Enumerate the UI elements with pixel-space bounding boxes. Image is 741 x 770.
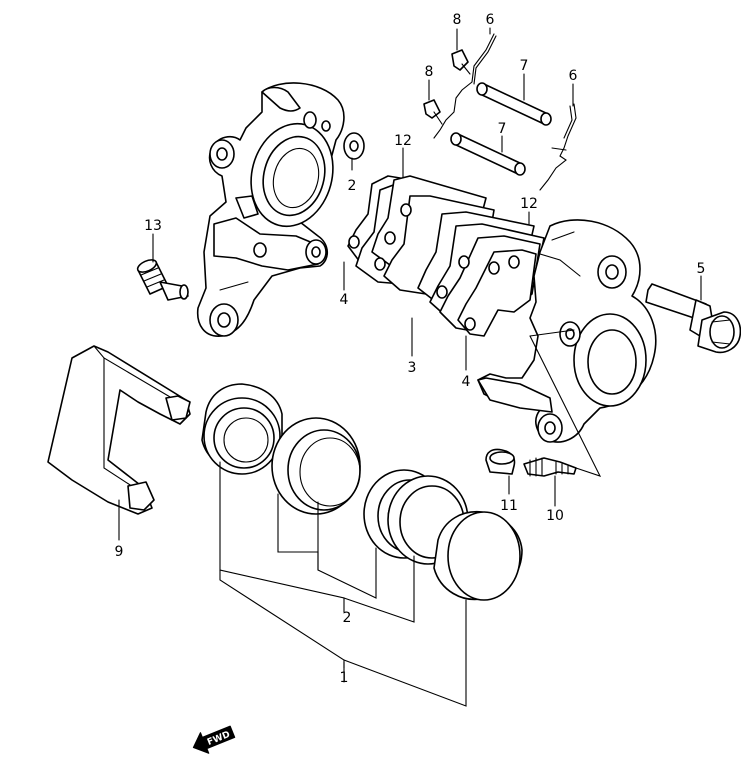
pad-pin-upper (476, 82, 552, 126)
piston-left (201, 383, 283, 475)
callout-1: 1 (340, 670, 349, 686)
callout-2-seals: 2 (343, 610, 352, 626)
seal-left-outer (271, 417, 361, 515)
callout-8-top: 8 (453, 12, 462, 28)
callout-7-lower: 7 (498, 121, 507, 137)
pad-spring-upper (433, 33, 497, 139)
mounting-bolt-part-5 (645, 283, 741, 354)
pad-spring-lower (539, 103, 577, 191)
callout-4-right: 4 (462, 374, 471, 390)
callout-labels: 8 6 8 7 6 7 12 2 12 13 5 4 3 4 11 10 9 2… (115, 12, 706, 686)
callout-8-lower: 8 (425, 64, 434, 80)
leader-lines (118, 27, 702, 707)
callout-12-right: 12 (520, 196, 538, 212)
callout-4-left: 4 (340, 292, 349, 308)
pad-shim-group-right (417, 211, 545, 337)
caliper-bracket-part-9 (47, 345, 191, 515)
callout-10: 10 (546, 508, 564, 524)
callout-5: 5 (697, 261, 706, 277)
piston-right (433, 511, 523, 601)
fwd-arrow-icon: FWD (192, 725, 236, 754)
callout-6-right: 6 (569, 68, 578, 84)
bleeder-cap-part-11 (485, 448, 516, 475)
clip-lower (423, 99, 443, 125)
callout-6-top: 6 (486, 12, 495, 28)
callout-7-upper: 7 (520, 58, 529, 74)
caliper-inner-half (196, 82, 345, 337)
callout-9: 9 (115, 544, 124, 560)
callout-11: 11 (500, 498, 518, 514)
fwd-label: FWD (206, 730, 232, 748)
callout-3: 3 (408, 360, 417, 376)
washer-part (343, 132, 365, 160)
callout-12-left: 12 (394, 133, 412, 149)
callout-13: 13 (144, 218, 162, 234)
bleeder-bolt-part-13 (136, 259, 189, 301)
bleeder-valve-part-10 (523, 457, 577, 477)
callout-2-washer: 2 (348, 178, 357, 194)
clip-upper (451, 49, 471, 75)
pad-pin-lower (450, 132, 526, 176)
